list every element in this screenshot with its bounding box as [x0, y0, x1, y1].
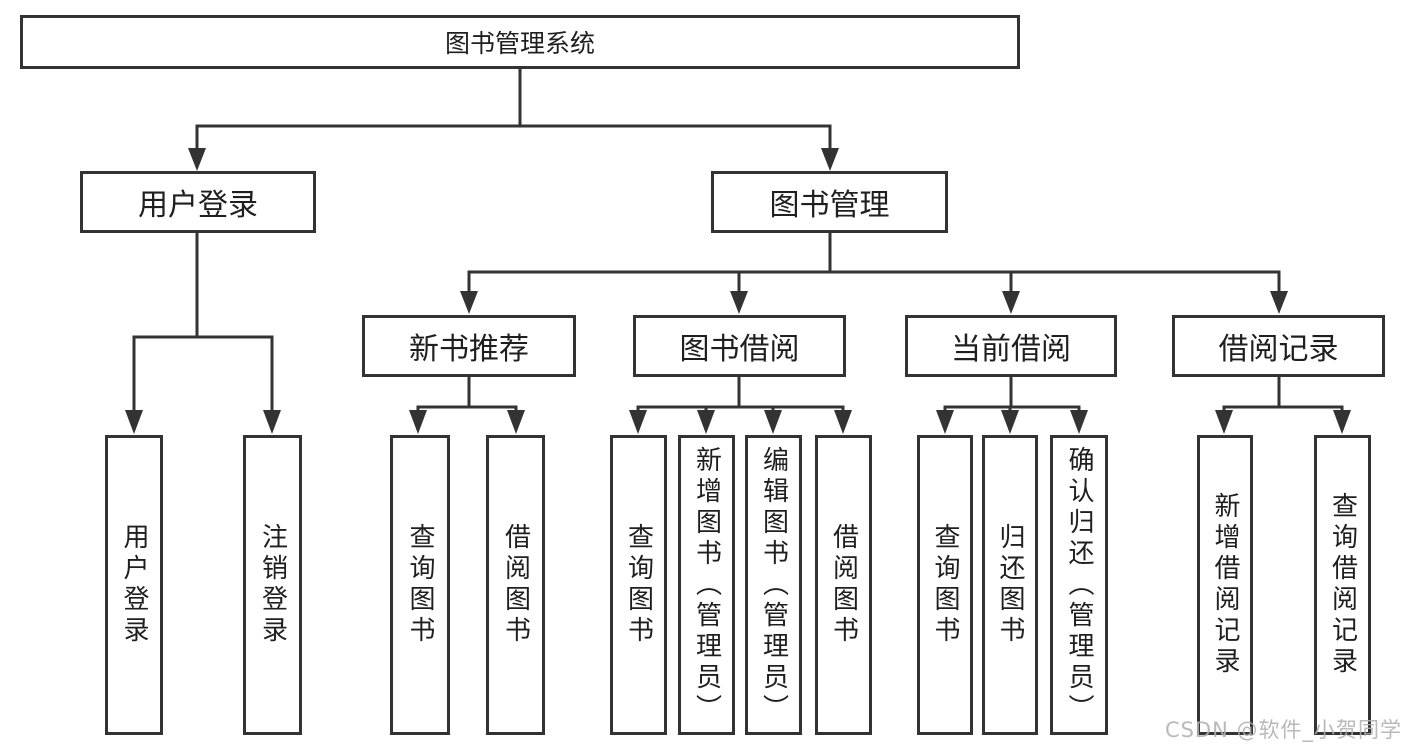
- leaf-label: 注销登录: [257, 523, 288, 647]
- leaf-confirm-return-admin: 确认归还（管理员）: [1050, 435, 1108, 735]
- csdn-watermark: CSDN @软件_小贺同学: [1164, 718, 1402, 742]
- leaf-label: 查询借阅记录: [1327, 492, 1358, 678]
- node-current-borrow: 当前借阅: [905, 315, 1117, 377]
- leaf-return-book: 归还图书: [982, 435, 1038, 735]
- leaf-label: 查询图书: [930, 523, 960, 647]
- leaf-current-query-book: 查询图书: [917, 435, 973, 735]
- leaf-label: 编辑图书（管理员）: [758, 445, 789, 725]
- leaf-recommend-query-book: 查询图书: [390, 435, 450, 735]
- leaf-label: 查询图书: [405, 523, 435, 647]
- node-user-login: 用户登录: [80, 171, 316, 233]
- node-root: 图书管理系统: [20, 15, 1020, 69]
- leaf-query-borrow-record: 查询借阅记录: [1314, 435, 1371, 735]
- node-book-borrow: 图书借阅: [633, 315, 846, 377]
- leaf-borrow-query-book: 查询图书: [610, 435, 667, 735]
- leaf-borrow-book: 借阅图书: [815, 435, 872, 735]
- leaf-label: 用户登录: [119, 523, 149, 647]
- node-new-book-recommend: 新书推荐: [362, 315, 576, 377]
- node-borrow-record: 借阅记录: [1172, 315, 1385, 377]
- node-book-management: 图书管理: [711, 171, 948, 233]
- leaf-label: 借阅图书: [828, 523, 859, 647]
- leaf-add-book-admin: 新增图书（管理员）: [678, 435, 735, 735]
- leaf-label: 查询图书: [623, 523, 654, 647]
- leaf-label: 借阅图书: [500, 523, 531, 647]
- leaf-label: 新增图书（管理员）: [691, 445, 722, 725]
- leaf-user-login: 用户登录: [105, 435, 163, 735]
- leaf-label: 新增借阅记录: [1210, 492, 1240, 678]
- leaf-label: 确认归还（管理员）: [1064, 445, 1094, 725]
- leaf-logout: 注销登录: [243, 435, 302, 735]
- leaf-add-borrow-record: 新增借阅记录: [1197, 435, 1253, 735]
- leaf-edit-book-admin: 编辑图书（管理员）: [745, 435, 802, 735]
- leaf-recommend-borrow-book: 借阅图书: [486, 435, 545, 735]
- leaf-label: 归还图书: [995, 523, 1025, 647]
